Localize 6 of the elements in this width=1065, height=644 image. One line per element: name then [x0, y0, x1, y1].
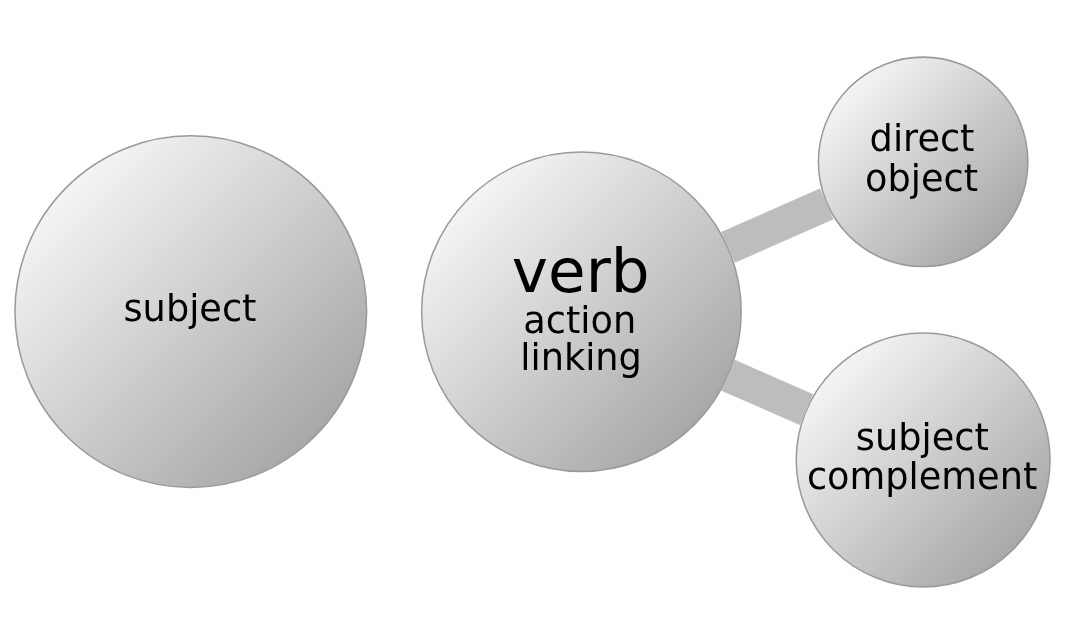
connector — [721, 359, 814, 425]
node-circle: direct object — [817, 56, 1029, 268]
node-circle: verb action linking — [420, 151, 742, 473]
node-circle: subject complement — [795, 332, 1051, 588]
node-circle: subject — [14, 135, 368, 489]
connector — [721, 188, 834, 263]
